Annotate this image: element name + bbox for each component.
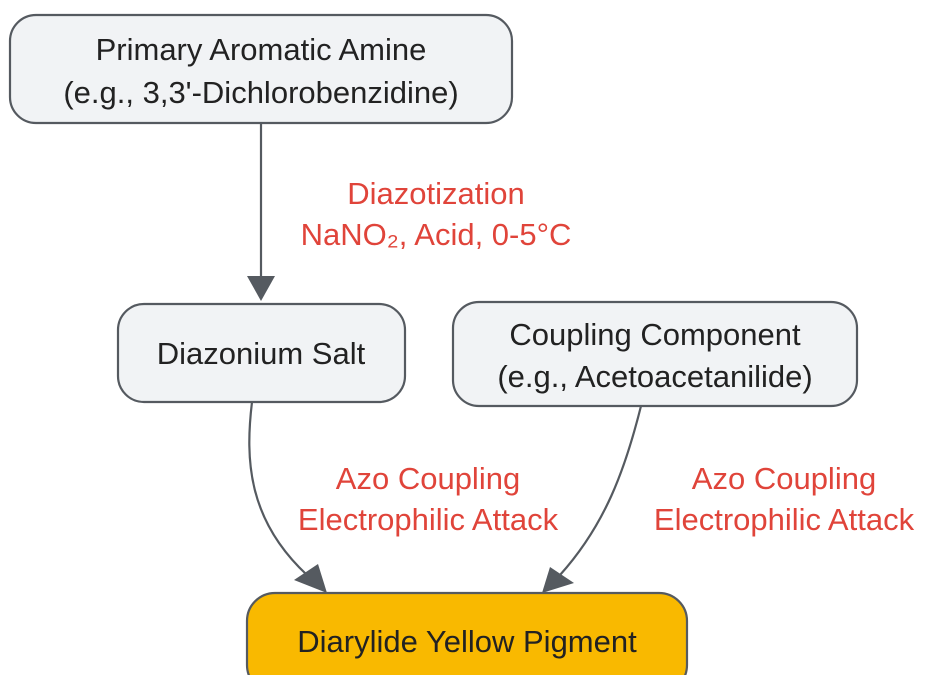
node-amine-line2: (e.g., 3,3'-Dichlorobenzidine) <box>63 75 458 110</box>
edge-line-azo-right <box>559 405 643 576</box>
node-coupling-line1: Coupling Component <box>509 317 801 352</box>
node-diazonium-line1: Diazonium Salt <box>157 336 366 371</box>
edge-line-azo-left <box>248 401 308 576</box>
node-coupling-line2: (e.g., Acetoacetanilide) <box>497 359 812 394</box>
node-box-diazonium <box>116 302 407 404</box>
edge-azo-left <box>248 401 327 593</box>
edge-label-azo-left-line2: Electrophilic Attack <box>298 502 559 537</box>
node-pigment-line1: Diarylide Yellow Pigment <box>297 624 637 659</box>
edge-label-azo-right: Azo Coupling Electrophilic Attack <box>654 461 915 537</box>
arrow-head-diazotization <box>247 276 275 301</box>
node-amine-line1: Primary Aromatic Amine <box>96 32 427 67</box>
edge-label-azo-left: Azo Coupling Electrophilic Attack <box>298 461 559 537</box>
node-box-pigment <box>245 591 689 675</box>
edge-label-diazotization-line1: Diazotization <box>347 176 524 211</box>
edge-label-diazotization: Diazotization NaNO₂, Acid, 0-5°C <box>301 176 572 252</box>
node-coupling-component: Coupling Component (e.g., Acetoacetanili… <box>451 300 859 408</box>
edge-diazotization <box>247 123 275 301</box>
edge-label-azo-right-line2: Electrophilic Attack <box>654 502 915 537</box>
node-diarylide-yellow-pigment: Diarylide Yellow Pigment <box>245 591 689 675</box>
node-box-amine <box>8 13 514 125</box>
node-box-coupling <box>451 300 859 408</box>
edge-label-azo-left-line1: Azo Coupling <box>336 461 520 496</box>
node-diazonium-salt: Diazonium Salt <box>116 302 407 404</box>
arrow-head-azo-right <box>542 567 574 593</box>
edge-label-azo-right-line1: Azo Coupling <box>692 461 876 496</box>
node-primary-aromatic-amine: Primary Aromatic Amine (e.g., 3,3'-Dichl… <box>8 13 514 125</box>
edge-label-diazotization-line2: NaNO₂, Acid, 0-5°C <box>301 217 572 252</box>
arrow-head-azo-left <box>294 564 327 593</box>
edge-azo-right <box>542 405 643 593</box>
